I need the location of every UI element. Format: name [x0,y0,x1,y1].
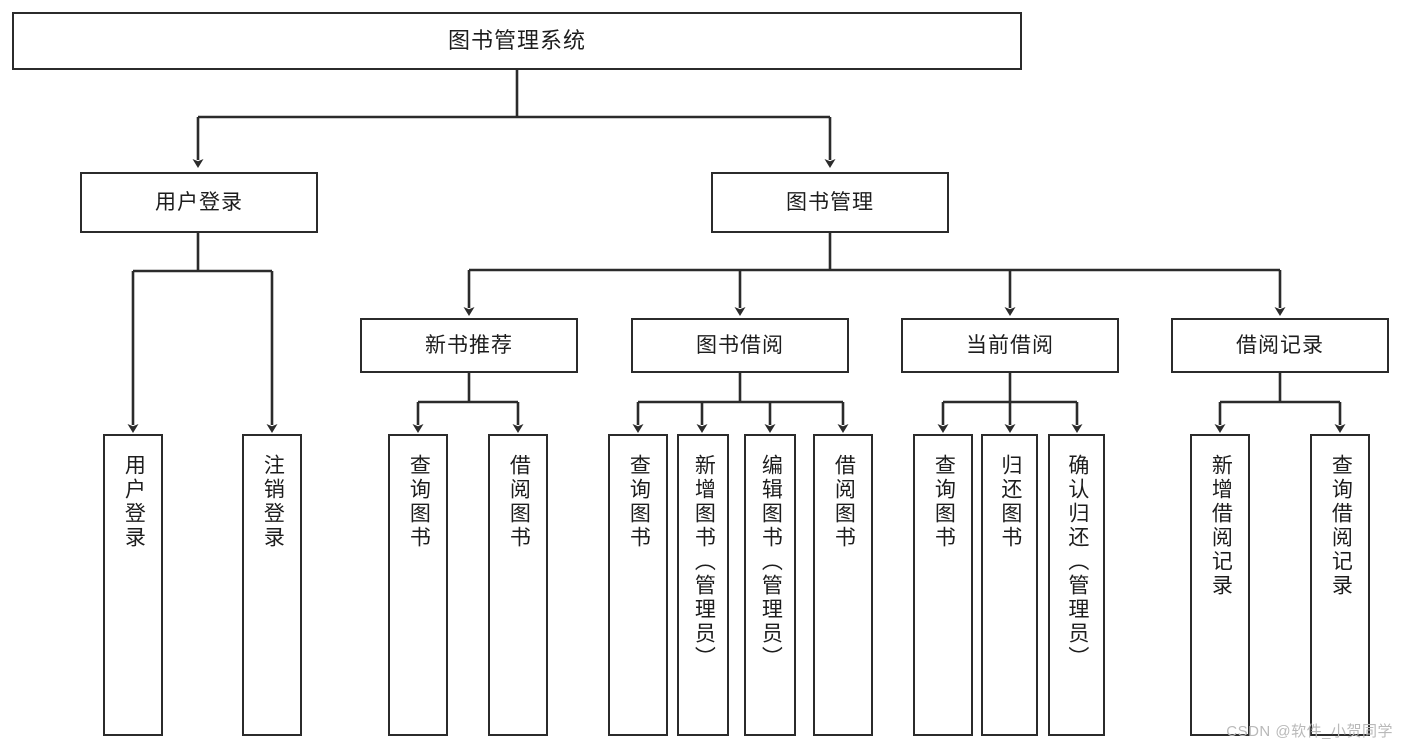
leaf-return-book-label: 归还图书 [998,454,1022,550]
leaf-add-borrow-record[interactable]: 新增借阅记录 [1190,434,1250,736]
node-root-label: 图书管理系统 [447,27,586,53]
node-borrow-record-label: 借阅记录 [1236,333,1324,357]
leaf-query-book-new[interactable]: 查询图书 [388,434,448,736]
leaf-query-borrow-record-label: 查询借阅记录 [1329,454,1353,598]
node-book-borrow-label: 图书借阅 [696,333,784,357]
leaf-query-book-current-label: 查询图书 [932,454,956,550]
leaf-query-book-borrow[interactable]: 查询图书 [608,434,668,736]
leaf-borrow-book-label: 借阅图书 [832,454,856,550]
node-current-borrow-label: 当前借阅 [966,333,1054,357]
leaf-return-book[interactable]: 归还图书 [981,434,1038,736]
leaf-borrow-book[interactable]: 借阅图书 [813,434,873,736]
node-new-book-recommend-label: 新书推荐 [425,333,513,357]
leaf-edit-book[interactable]: 编辑图书（管理员） [744,434,796,736]
node-user-login[interactable]: 用户登录 [80,172,318,233]
leaf-add-book-label: 新增图书（管理员） [692,454,716,670]
leaf-query-book-borrow-label: 查询图书 [627,454,651,550]
node-book-borrow[interactable]: 图书借阅 [631,318,849,373]
leaf-add-borrow-record-label: 新增借阅记录 [1209,454,1233,598]
node-book-management-label: 图书管理 [786,190,874,214]
leaf-query-book-current[interactable]: 查询图书 [913,434,973,736]
node-user-login-label: 用户登录 [155,190,243,214]
watermark: CSDN @软件_小贺同学 [1226,723,1393,740]
leaf-borrow-book-new[interactable]: 借阅图书 [488,434,548,736]
leaf-edit-book-label: 编辑图书（管理员） [759,454,783,670]
node-root[interactable]: 图书管理系统 [12,12,1022,70]
leaf-logout-label: 注销登录 [261,454,285,550]
leaf-add-book[interactable]: 新增图书（管理员） [677,434,729,736]
leaf-user-login[interactable]: 用户登录 [103,434,163,736]
leaf-logout[interactable]: 注销登录 [242,434,302,736]
leaf-query-borrow-record[interactable]: 查询借阅记录 [1310,434,1370,736]
leaf-query-book-new-label: 查询图书 [407,454,431,550]
node-new-book-recommend[interactable]: 新书推荐 [360,318,578,373]
node-current-borrow[interactable]: 当前借阅 [901,318,1119,373]
node-borrow-record[interactable]: 借阅记录 [1171,318,1389,373]
leaf-borrow-book-new-label: 借阅图书 [507,454,531,550]
leaf-user-login-label: 用户登录 [122,454,146,550]
node-book-management[interactable]: 图书管理 [711,172,949,233]
leaf-confirm-return[interactable]: 确认归还（管理员） [1048,434,1105,736]
leaf-confirm-return-label: 确认归还（管理员） [1065,454,1089,670]
